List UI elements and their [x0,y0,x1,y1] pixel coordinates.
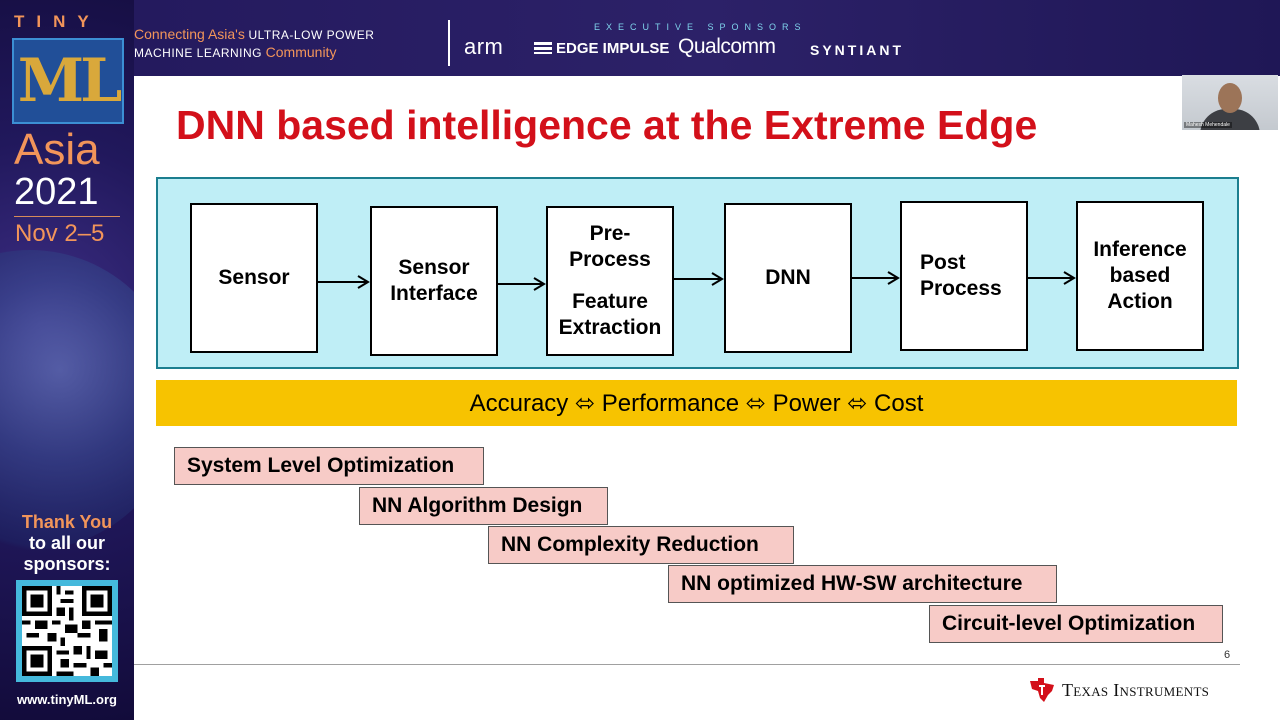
stage-sensor-interface: Sensor Interface [370,206,498,356]
tagline-part-a: Connecting Asia's [134,26,245,42]
stage-label: Post [920,251,966,274]
stage-label: Sensor [398,256,470,279]
stage-label: Sensor [218,266,290,289]
presenter-name: Mahesh Mehendale [1184,122,1232,128]
sponsor-qualcomm-logo: Qualcomm [678,35,776,58]
presentation-slide: DNN based intelligence at the Extreme Ed… [134,76,1280,720]
sponsor-thanks: Thank You to all our sponsors: [0,512,134,575]
stage-label: DNN [765,266,811,289]
flow-arrow-icon [852,271,900,285]
sponsor-edge-impulse-text: EDGE IMPULSE [556,40,670,57]
opt-nn-hw-sw-architecture: NN optimized HW-SW architecture [668,565,1057,603]
flow-arrow-icon [674,272,724,286]
thanks-line-2: to all our [29,533,105,553]
tagline-part-b: ULTRA-LOW POWER [248,28,375,42]
event-region: Asia [14,125,100,174]
stage-label: Action [1107,290,1173,313]
page-number: 6 [1224,649,1231,661]
event-sidebar: TINY ML Asia 2021 Nov 2–5 Thank You to a… [0,0,134,720]
stage-preprocess-feature-extraction: Pre- Process Feature Extraction [546,206,674,356]
sponsor-syntiant-logo: SYNTIANT [810,42,904,58]
stage-inference-action: Inference based Action [1076,201,1204,351]
thanks-line-1: Thank You [21,512,113,532]
company-name: Texas Instruments [1062,679,1210,700]
tinyml-logo: ML [12,38,124,124]
stage-label: Pre- [589,222,631,245]
texas-instruments-logo: Texas Instruments [1028,677,1209,703]
event-year: 2021 [14,171,99,213]
flow-arrow-icon [318,275,370,289]
stage-dnn: DNN [724,203,852,353]
flow-arrow-icon [1028,271,1076,285]
opt-nn-complexity-reduction: NN Complexity Reduction [488,526,794,564]
sponsor-header: Connecting Asia's ULTRA-LOW POWER MACHIN… [134,0,1280,76]
event-dates: Nov 2–5 [15,220,105,247]
qr-code-icon [22,586,112,676]
presenter-video-thumbnail[interactable]: Mahesh Mehendale [1182,75,1278,130]
qr-code[interactable] [16,580,118,682]
stage-label: Extraction [558,316,662,339]
presenter-body [1200,109,1260,130]
stage-label: Feature [572,290,648,313]
ti-state-icon [1030,678,1054,702]
stage-post-process: Post Process [900,201,1028,351]
thanks-line-3: sponsors: [23,554,111,574]
sidebar-divider [14,216,120,217]
stage-label: Process [569,248,651,271]
opt-circuit-level: Circuit-level Optimization [929,605,1223,643]
stage-label: based [1109,264,1171,287]
opt-nn-algorithm-design: NN Algorithm Design [359,487,608,525]
stage-label: Interface [390,282,478,305]
tagline-part-c: MACHINE LEARNING [134,46,263,60]
footer-divider [134,664,1240,665]
sponsor-arm-logo: arm [464,34,504,59]
sponsor-edge-impulse-logo: EDGE IMPULSE [534,40,669,57]
globe-graphic [0,250,134,550]
opt-system-level: System Level Optimization [174,447,484,485]
pipeline-diagram: Sensor Sensor Interface Pre- Process Fea… [156,177,1239,369]
presenter-head [1218,83,1242,113]
edge-impulse-icon [534,42,552,54]
tiny-wordmark: TINY [14,12,101,31]
flow-arrow-icon [498,277,546,291]
stage-sensor: Sensor [190,203,318,353]
header-divider [448,20,450,66]
event-tagline: Connecting Asia's ULTRA-LOW POWER MACHIN… [134,26,434,62]
tagline-part-d: Community [265,44,337,60]
slide-title: DNN based intelligence at the Extreme Ed… [176,102,1038,148]
logo-letters: ML [17,46,123,116]
website-link[interactable]: www.tinyML.org [17,692,117,707]
executive-sponsors-label: EXECUTIVE SPONSORS [594,22,807,32]
stage-label: Process [920,277,1002,300]
stage-label: Inference [1093,238,1187,261]
tradeoff-banner: Accuracy ⬄ Performance ⬄ Power ⬄ Cost [156,380,1237,426]
